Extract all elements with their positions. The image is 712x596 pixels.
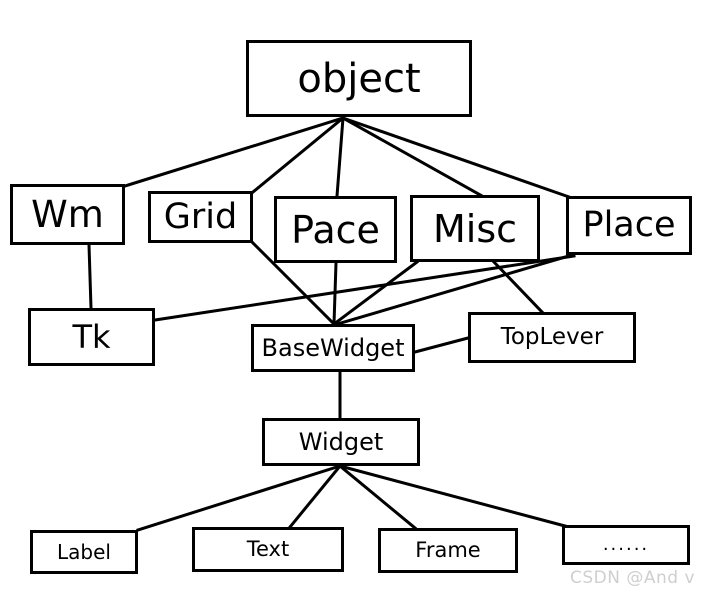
node-label-basewidget: BaseWidget: [261, 334, 405, 362]
edge-basewidget-to-toplever: [413, 336, 470, 354]
node-misc[interactable]: Misc: [410, 195, 540, 262]
edge-widget-to-ellipsis: [338, 464, 567, 528]
node-frame[interactable]: Frame: [378, 528, 518, 573]
node-place[interactable]: Place: [566, 196, 692, 255]
node-label-grid: Grid: [163, 196, 238, 237]
node-tk[interactable]: Tk: [28, 308, 155, 366]
node-text[interactable]: Text: [192, 527, 344, 572]
node-label-misc: Misc: [432, 206, 518, 251]
edge-widget-to-text: [287, 463, 343, 530]
node-widget[interactable]: Widget: [262, 418, 420, 466]
edge-pace-to-basewidget: [332, 261, 338, 326]
node-label-text: Text: [246, 537, 290, 561]
node-label-label: Label: [57, 540, 111, 564]
node-basewidget[interactable]: BaseWidget: [251, 324, 415, 372]
node-label-pace: Pace: [291, 207, 380, 252]
edge-misc-to-basewidget: [331, 259, 420, 327]
node-label-toplever: TopLever: [500, 324, 604, 350]
node-label-widget: Widget: [298, 428, 384, 456]
csdn-watermark: CSDN @And v: [570, 568, 696, 588]
node-ellipsis[interactable]: ......: [562, 525, 690, 565]
node-label-frame: Frame: [415, 538, 481, 562]
node-label-tk: Tk: [72, 318, 111, 356]
edge-object-to-grid: [250, 115, 346, 195]
node-toplever[interactable]: TopLever: [468, 312, 636, 363]
edge-object-to-misc: [340, 115, 485, 199]
node-label-wm: Wm: [31, 193, 104, 236]
edge-wm-to-tk: [87, 243, 93, 310]
edge-widget-to-frame: [337, 463, 418, 531]
node-label-object: object: [297, 55, 421, 102]
node-object[interactable]: object: [246, 40, 472, 117]
node-label[interactable]: Label: [30, 530, 138, 574]
edge-tk-to-place: [153, 254, 576, 322]
edge-widget-to-label: [136, 464, 342, 532]
node-wm[interactable]: Wm: [10, 184, 125, 245]
node-label-ellipsis: ......: [602, 534, 650, 555]
node-label-place: Place: [582, 205, 676, 245]
edge-object-to-pace: [335, 116, 345, 198]
edge-object-to-place: [341, 116, 574, 200]
node-grid[interactable]: Grid: [148, 191, 253, 243]
edge-misc-to-toplever: [491, 259, 545, 315]
edge-object-to-wm: [123, 116, 345, 188]
node-pace[interactable]: Pace: [274, 196, 397, 263]
